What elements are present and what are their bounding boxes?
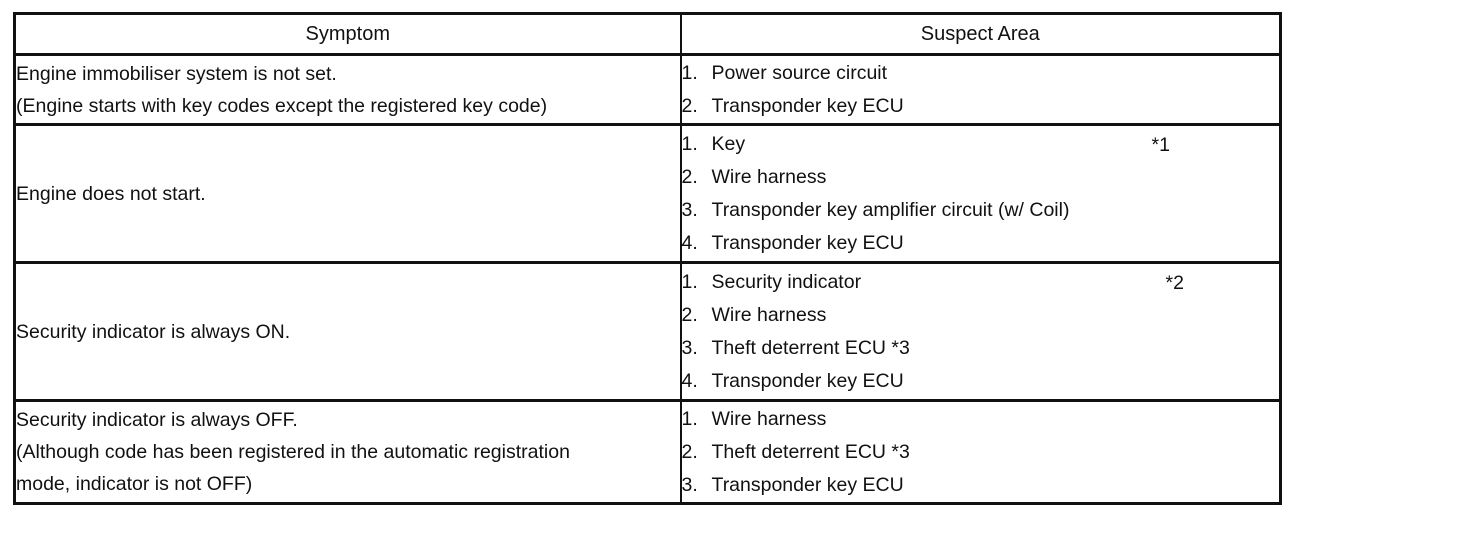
item-text: Transponder key ECU xyxy=(711,231,904,254)
suspect-cell: 1.Wire harness 2.Theft deterrent ECU *3 … xyxy=(679,399,1282,505)
list-item: 2. Theft deterrent ECU *3 xyxy=(682,436,1280,469)
symptom-text: Security indicator is always OFF. xyxy=(16,409,298,431)
symptom-text: mode, indicator is not OFF) xyxy=(16,473,253,495)
item-number: 1. xyxy=(681,407,698,430)
symptom-text: Security indicator is always ON. xyxy=(16,320,291,343)
list-item: 4. Transponder key ECU xyxy=(682,365,1280,398)
list-item: 1. Power source circuit xyxy=(682,57,1280,90)
suspect-cell: 1. Power source circuit 2. Transponder key… xyxy=(679,53,1282,126)
symptom-cell: Security indicator is always ON. xyxy=(13,261,682,402)
item-text: Key xyxy=(711,132,746,155)
list-item: 1. Key xyxy=(682,128,1280,161)
list-item: 2. Wire harness xyxy=(682,299,1280,332)
item-number: 2. xyxy=(681,94,698,117)
table-row: Engine does not start. *1 1. Key 2. Wire h… xyxy=(13,123,1282,264)
item-text: Transponder key ECU xyxy=(711,369,904,392)
suspect-cell: *1 1. Key 2. Wire harness 3. Transponder ke… xyxy=(679,123,1282,264)
header-row: Symptom Suspect Area xyxy=(13,12,1282,56)
list-item: 3. Transponder key ECU xyxy=(682,469,1280,502)
item-text: Transponder key ECU xyxy=(711,473,904,496)
footnote-marker: *1 xyxy=(1151,134,1170,156)
symptom-text: Engine does not start. xyxy=(16,182,206,205)
item-text: Transponder key ECU xyxy=(711,94,904,117)
symptom-cell: Engine does not start. xyxy=(13,123,682,264)
symptom-cell: Security indicator is always OFF. (Altho… xyxy=(13,399,682,505)
item-number: 1. xyxy=(681,132,698,155)
symptom-text: Engine immobiliser system is not set. xyxy=(16,62,337,85)
item-text: Wire harness xyxy=(711,165,827,188)
list-item: 1. Wire harness xyxy=(682,403,1280,436)
symptom-text: (Engine starts with key codes except the… xyxy=(16,94,548,117)
item-number: 1. xyxy=(681,270,698,293)
table-row: Security indicator is always OFF. (Altho… xyxy=(13,399,1282,505)
item-text: Theft deterrent ECU *3 xyxy=(711,440,910,463)
item-number: 1. xyxy=(681,61,698,84)
item-number: 3. xyxy=(681,473,698,496)
item-text: Theft deterrent ECU *3 xyxy=(711,336,910,359)
item-number: 4. xyxy=(681,231,698,254)
item-text: Wire harness xyxy=(711,303,827,326)
symptom-cell: Engine immobiliser system is not set. (E… xyxy=(13,53,682,126)
item-text: Security indicator xyxy=(711,270,862,293)
item-number: 2. xyxy=(681,440,698,463)
table-row: Engine immobiliser system is not set. (E… xyxy=(13,53,1282,126)
list-item: 3. Transponder key amplifier circuit (w/ … xyxy=(682,194,1280,227)
item-text: Transponder key amplifier circuit (w/ Co… xyxy=(711,198,1070,221)
symptom-text: (Although code has been registered in th… xyxy=(16,441,570,463)
suspect-cell: *2 1. Security indicator 2. Wire harness 3… xyxy=(679,261,1282,402)
list-item: 2. Transponder key ECU xyxy=(682,90,1280,123)
item-text: Wire harness xyxy=(711,407,827,430)
item-number: 3. xyxy=(681,198,698,221)
list-item: 3. Theft deterrent ECU *3 xyxy=(682,332,1280,365)
item-number: 2. xyxy=(681,165,698,188)
suspect-area-header: Suspect Area xyxy=(679,12,1282,56)
symptom-header: Symptom xyxy=(13,12,682,56)
troubleshooting-table: Symptom Suspect Area Engine immobiliser … xyxy=(13,12,1282,505)
table-row: Security indicator is always ON. *2 1. Se… xyxy=(13,261,1282,402)
item-text: Power source circuit xyxy=(711,61,888,84)
item-number: 4. xyxy=(681,369,698,392)
list-item: 2. Wire harness xyxy=(682,161,1280,194)
list-item: 1. Security indicator xyxy=(682,266,1280,299)
item-number: 3. xyxy=(681,336,698,359)
footnote-marker: *2 xyxy=(1165,272,1184,294)
list-item: 4. Transponder key ECU xyxy=(682,227,1280,260)
item-number: 2. xyxy=(681,303,698,326)
